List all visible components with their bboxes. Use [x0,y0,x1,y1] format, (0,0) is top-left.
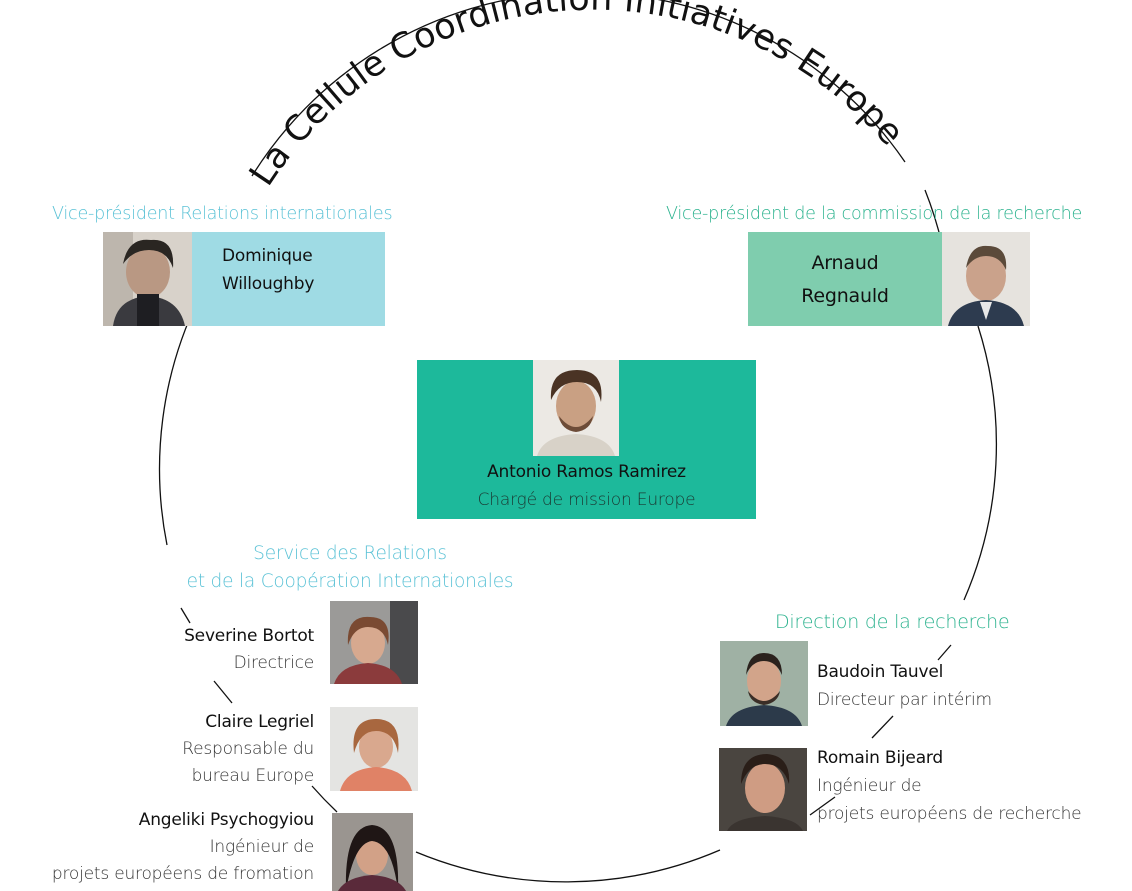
person-photo [942,232,1030,326]
research-person-2-name: Romain Bijeard [817,748,943,768]
sric-person-1-name: Severine Bortot [184,626,314,646]
sric-person-3-role-line2: projets européens de fromation [51,864,314,884]
circle-segment-top [251,0,906,177]
circle-segment-bottom-right [809,796,836,816]
research-person-1-name: Baudoin Tauvel [817,662,944,682]
circle-segment-left-low [311,785,338,813]
person-photo [533,360,619,456]
person-photo-icon [720,641,808,726]
vp-international-box: Dominique Willoughby [192,232,385,326]
vp-research-name-line1: Arnaud [811,252,879,274]
research-person-1-role: Directeur par intérim [817,690,992,710]
sric-label-line1: Service des Relations [253,543,447,564]
person-photo-icon [103,232,192,326]
circle-segment-left [158,297,200,546]
person-photo [332,813,413,891]
research-person-2-role-line1: Ingénieur de [817,776,922,796]
person-photo-icon [533,360,619,456]
person-photo-icon [719,748,807,831]
circle-segment-left-mid [213,680,233,704]
sric-person-2-role-line2: bureau Europe [191,766,315,786]
circle-segment-right-low1 [937,644,952,661]
sric-person-1-role: Directrice [233,653,315,673]
circle-segment-bottom [415,849,721,883]
vp-research-name-line2: Regnauld [801,285,889,307]
vp-research-box: Arnaud Regnauld [748,232,942,326]
center-role: Chargé de mission Europe [477,490,696,510]
person-photo [103,232,192,326]
person-photo [719,748,807,831]
sric-person-3-name: Angeliki Psychogyiou [138,810,314,830]
person-photo [330,601,418,684]
sric-person-2-name: Claire Legriel [205,712,314,732]
person-photo-icon [332,813,413,891]
person-photo [330,707,418,791]
vp-research-role-label: Vice-président de la commission de la re… [666,204,1083,224]
vp-international-name-line1: Dominique [222,246,313,266]
vp-international-name-line2: Willoughby [222,274,315,294]
person-photo-icon [330,601,418,684]
research-direction-label: Direction de la recherche [775,611,1010,633]
sric-label-line2: et de la Coopération Internationales [186,571,514,592]
circle-segment-right-low2 [871,715,894,739]
vp-international-role-label: Vice-président Relations internationales [52,204,393,224]
person-photo [720,641,808,726]
sric-person-2-role-line1: Responsable du [182,739,314,759]
sric-person-3-role-line1: Ingénieur de [209,837,315,857]
circle-segment-right [963,325,998,601]
person-photo-icon [942,232,1030,326]
diagram-title: La Cellule Coordination Initiatives Euro… [242,0,911,193]
person-photo-icon [330,707,418,791]
circle-segment-left-upper [180,607,191,624]
research-person-2-role-line2: projets européens de recherche [817,804,1082,824]
center-name: Antonio Ramos Ramirez [487,462,686,482]
